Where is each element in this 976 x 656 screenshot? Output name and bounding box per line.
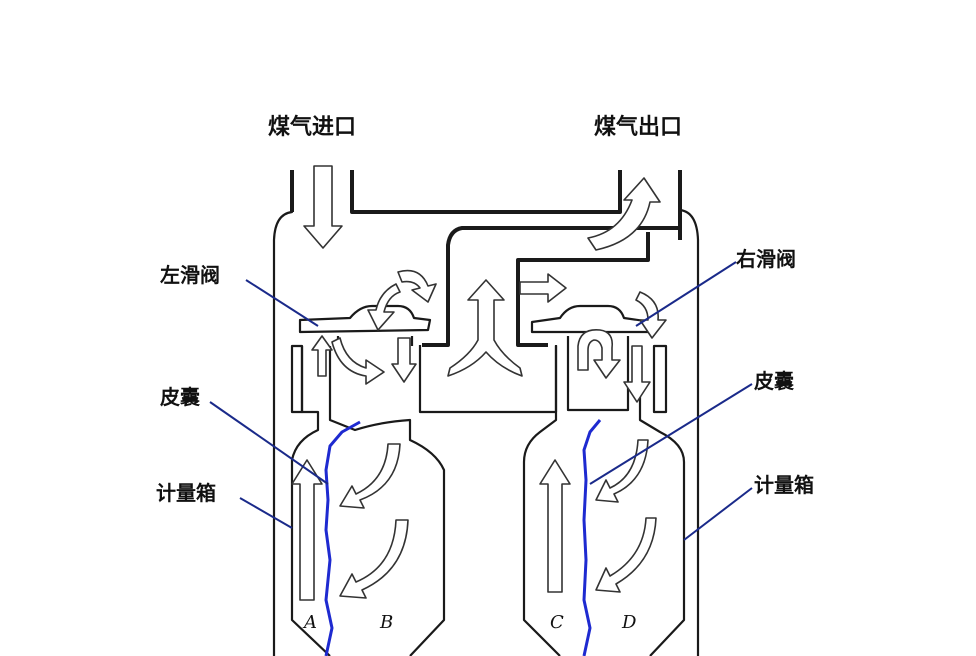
- chamber-c-label: C: [550, 612, 564, 633]
- left-slide-valve-label: 左滑阀: [160, 263, 220, 287]
- gas-inlet-label: 煤气进口: [268, 114, 356, 140]
- left-valve-up-arrow: [311, 335, 333, 377]
- inlet-down-arrow: [303, 165, 343, 249]
- center-up-arrow: [447, 279, 523, 377]
- left-valve-leader: [245, 279, 319, 327]
- right-meter-box-leader: [683, 487, 753, 541]
- outlet-channel-right: [516, 232, 650, 347]
- gas-outlet-label: 煤气出口: [594, 114, 682, 140]
- left-meter-box-label: 计量箱: [156, 481, 216, 505]
- right-channel-arrow: [519, 273, 567, 303]
- chamber-b-label: B: [379, 612, 393, 633]
- left-b-curve-arrow-2: [339, 519, 409, 599]
- left-curl-arrow-2: [367, 283, 401, 331]
- right-valve-down-arrow: [623, 345, 651, 403]
- right-inner-top: [566, 336, 630, 412]
- outlet-channel: [422, 170, 682, 347]
- left-b-curve-arrow-1: [339, 443, 401, 509]
- chamber-a-label: A: [302, 612, 317, 633]
- right-chamber-d: [638, 346, 686, 656]
- outlet-up-arrow: [587, 177, 661, 251]
- right-slide-valve-label: 右滑阀: [736, 247, 796, 271]
- right-valve-plate: [530, 304, 654, 334]
- left-chamber-b: [328, 346, 446, 656]
- right-diaphragm: [582, 419, 602, 656]
- right-c-up-arrow: [539, 459, 571, 593]
- left-a-up-arrow: [291, 459, 323, 601]
- right-valve-leader: [635, 261, 737, 327]
- left-valve-down-arrow-2: [391, 337, 417, 383]
- chamber-d-label: D: [621, 612, 637, 633]
- right-diaphragm-leader: [589, 383, 753, 485]
- right-valve-curl-arrow: [577, 329, 621, 379]
- left-diaphragm-label: 皮囊: [160, 385, 200, 409]
- right-diaphragm-label: 皮囊: [754, 369, 794, 393]
- right-side-tab: [652, 344, 668, 414]
- left-valve-plate: [298, 304, 432, 334]
- right-d-curve-arrow-2: [595, 517, 657, 593]
- right-meter-box: [522, 346, 561, 656]
- left-diaphragm-leader: [209, 401, 329, 485]
- left-valve-down-arrow: [331, 337, 385, 385]
- right-d-curve-arrow-1: [595, 439, 649, 503]
- right-curl-arrow: [635, 291, 667, 339]
- left-meter-box-leader: [239, 497, 293, 529]
- inlet-pipe: [290, 170, 622, 214]
- left-diaphragm: [324, 420, 361, 656]
- left-side-tab: [290, 344, 304, 414]
- right-meter-box-label: 计量箱: [754, 473, 814, 497]
- left-curl-arrow: [397, 269, 437, 303]
